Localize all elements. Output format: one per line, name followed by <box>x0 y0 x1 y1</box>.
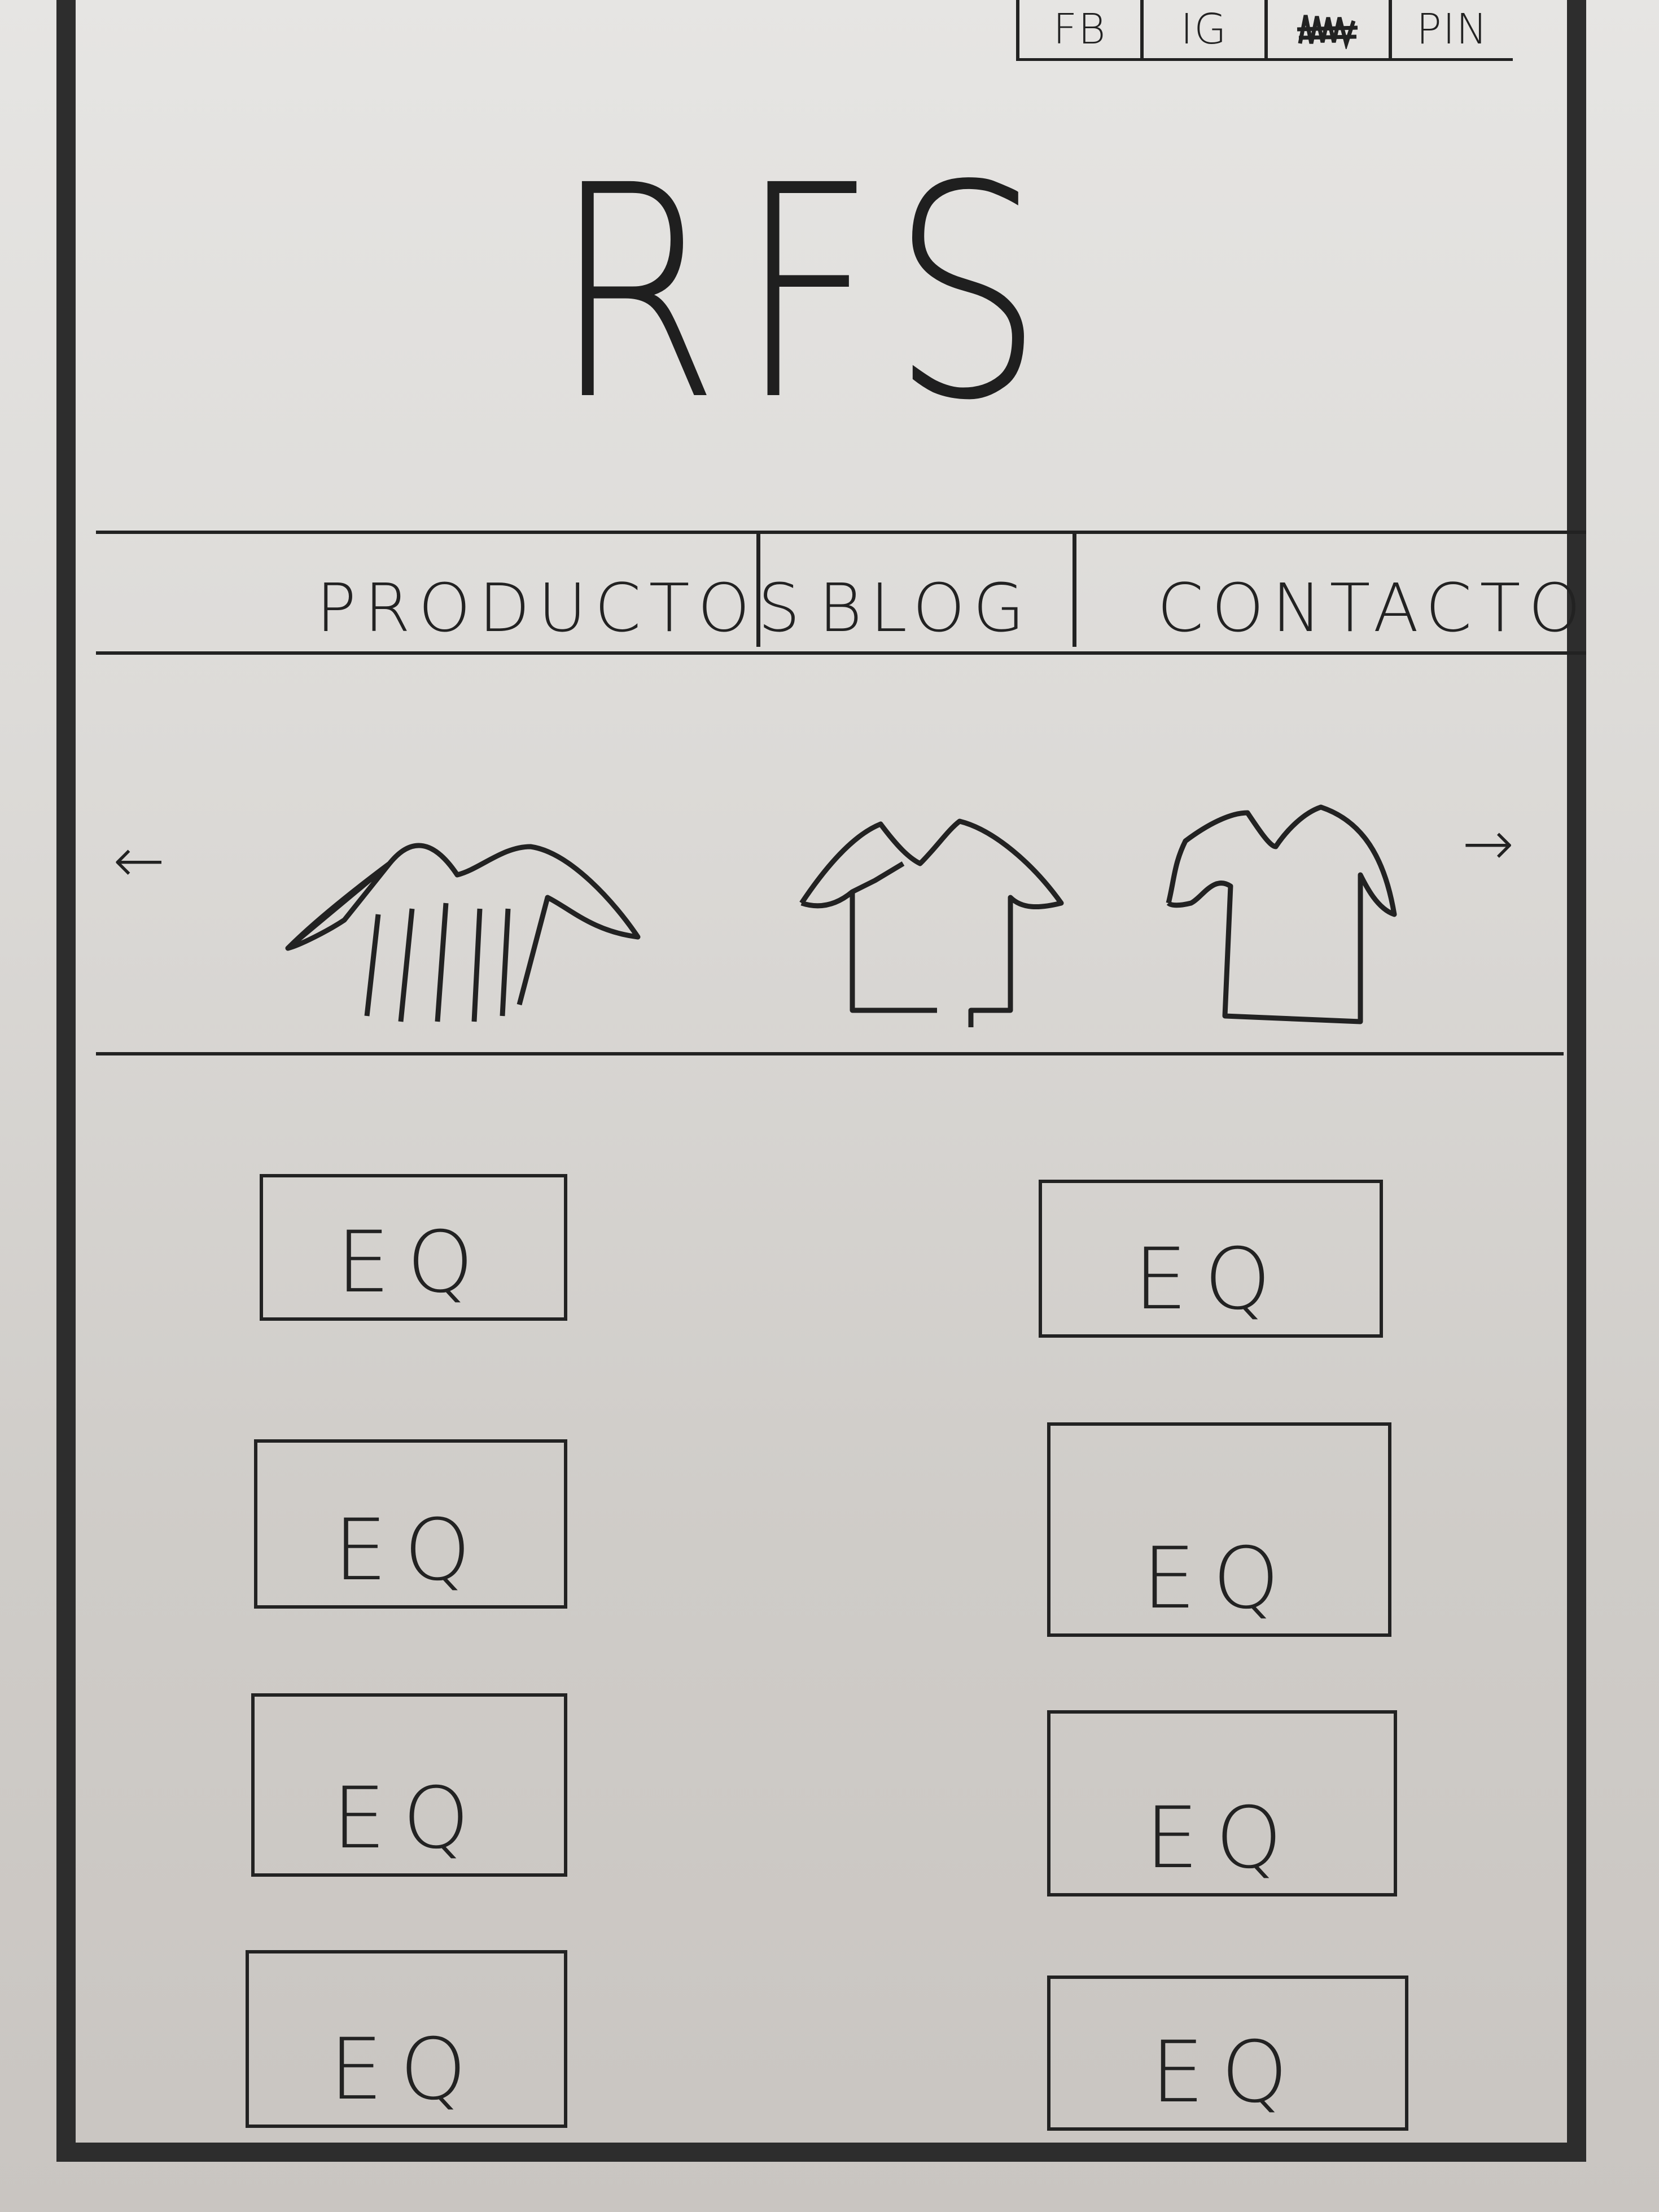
instagram-link-label: IG <box>1180 5 1228 54</box>
site-logo[interactable]: RFS <box>552 122 1062 465</box>
product-card[interactable]: EQ <box>246 1950 567 2128</box>
nav-item-contacto[interactable]: CONTACTO <box>1157 569 1589 647</box>
facebook-link-label: FB <box>1053 5 1107 54</box>
shirt-icon[interactable] <box>790 813 1073 1039</box>
product-card[interactable]: EQ <box>1039 1180 1383 1338</box>
nav-item-productos[interactable]: PRODUCTOS <box>316 569 808 647</box>
carousel-prev-arrow-icon[interactable]: ← <box>113 824 165 896</box>
product-card[interactable]: EQ <box>1047 1976 1408 2131</box>
shirt-icon[interactable] <box>1157 801 1406 1039</box>
carousel-next-arrow-icon[interactable]: → <box>1462 807 1514 879</box>
product-label: EQ <box>1150 2023 1305 2122</box>
main-nav: PRODUCTOS BLOG CONTACTO <box>96 531 1586 655</box>
product-carousel: ← → <box>96 655 1564 1055</box>
product-card[interactable]: EQ <box>251 1693 567 1877</box>
product-card[interactable]: EQ <box>1047 1422 1391 1637</box>
product-card[interactable]: EQ <box>260 1174 567 1321</box>
product-card[interactable]: EQ <box>1047 1710 1397 1896</box>
nav-divider <box>1073 534 1076 647</box>
product-label: EQ <box>334 1501 488 1600</box>
scribble-icon <box>1297 14 1358 49</box>
product-label: EQ <box>1133 1230 1288 1329</box>
pinterest-link-label: PIN <box>1416 5 1489 54</box>
page-frame <box>56 0 1586 2162</box>
social-link-scribbled[interactable] <box>1264 0 1389 58</box>
product-label: EQ <box>336 1214 491 1312</box>
facebook-link[interactable]: FB <box>1016 0 1140 58</box>
social-links-bar: FB IG PIN <box>1016 0 1513 61</box>
instagram-link[interactable]: IG <box>1140 0 1264 58</box>
pinterest-link[interactable]: PIN <box>1389 0 1513 58</box>
product-card[interactable]: EQ <box>254 1439 567 1609</box>
product-label: EQ <box>329 2021 484 2119</box>
product-label: EQ <box>1145 1789 1299 1887</box>
product-label: EQ <box>1142 1530 1297 1628</box>
striped-shirt-icon[interactable] <box>277 824 672 1027</box>
nav-item-blog[interactable]: BLOG <box>818 569 1033 647</box>
nav-divider <box>756 534 760 647</box>
product-label: EQ <box>332 1769 487 1868</box>
